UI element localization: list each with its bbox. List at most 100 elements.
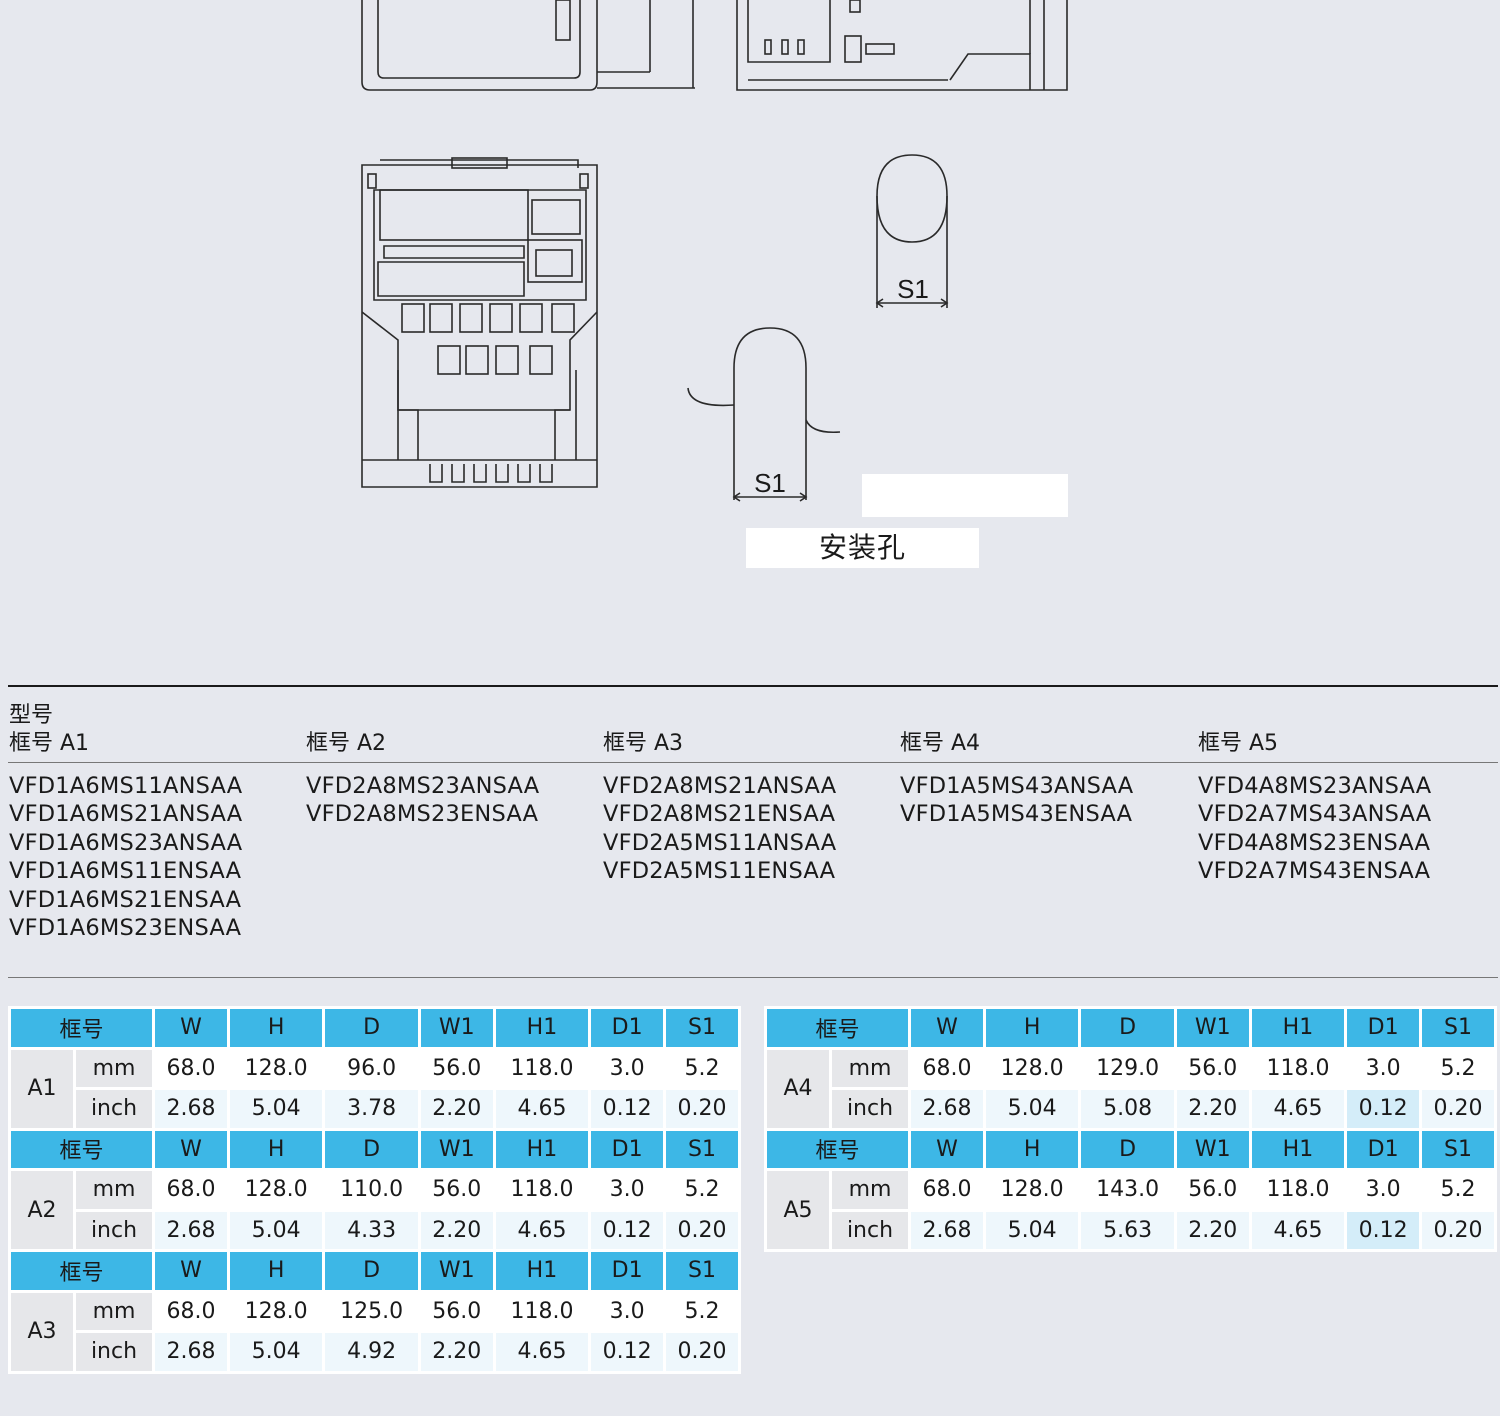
column-header: W1 — [420, 1252, 493, 1290]
dimension-value: 2.20 — [420, 1090, 493, 1128]
frame-header-a2: 框号 A2 — [306, 731, 387, 756]
dimension-value: 5.04 — [985, 1090, 1079, 1128]
column-header: D1 — [591, 1009, 664, 1047]
column-header: H — [985, 1130, 1079, 1168]
dimension-value: 56.0 — [1176, 1049, 1249, 1087]
dimension-value: 0.20 — [666, 1211, 738, 1249]
section-divider-top — [8, 685, 1498, 687]
column-header: W — [911, 1009, 983, 1047]
dimension-value: 2.68 — [911, 1090, 983, 1128]
frame-label: A4 — [767, 1049, 829, 1128]
dimension-value: 0.20 — [666, 1090, 738, 1128]
dimension-value: 2.20 — [1176, 1211, 1249, 1249]
column-header: S1 — [1422, 1009, 1494, 1047]
dimension-value: 4.65 — [495, 1211, 589, 1249]
model-item: VFD2A8MS21ANSAA — [603, 773, 837, 799]
dimension-value: 118.0 — [495, 1292, 589, 1330]
model-item: VFD2A8MS23ANSAA — [306, 773, 540, 799]
dimension-value: 0.20 — [1422, 1211, 1494, 1249]
frame-label: A3 — [11, 1292, 73, 1371]
model-item: VFD2A7MS43ENSAA — [1198, 858, 1431, 885]
dimension-value: 2.20 — [420, 1333, 493, 1371]
column-header: H — [229, 1009, 323, 1047]
unit-label: inch — [76, 1211, 152, 1249]
dimension-value: 2.20 — [420, 1211, 493, 1249]
column-header: 框号 — [767, 1009, 908, 1047]
model-item: VFD1A5MS43ENSAA — [900, 801, 1133, 828]
column-header: H — [985, 1009, 1079, 1047]
model-list-a5: VFD4A8MS23ANSAA VFD2A7MS43ANSAA VFD4A8MS… — [1198, 772, 1431, 886]
column-header: H1 — [495, 1009, 589, 1047]
dimension-value: 68.0 — [911, 1171, 983, 1209]
frame-label: A2 — [11, 1171, 73, 1249]
dimension-value: 2.68 — [155, 1333, 227, 1371]
column-header: D — [325, 1130, 418, 1168]
column-header: H1 — [1251, 1009, 1345, 1047]
dimension-value: 2.20 — [1176, 1090, 1249, 1128]
column-header: W — [155, 1009, 227, 1047]
dimension-value: 4.92 — [325, 1333, 418, 1371]
unit-label: mm — [76, 1292, 152, 1330]
dimension-value: 118.0 — [1251, 1049, 1345, 1087]
frame-header-a4: 框号 A4 — [900, 731, 981, 756]
model-item: VFD2A8MS21ENSAA — [603, 801, 836, 828]
column-header: H1 — [1251, 1130, 1345, 1168]
dimension-value: 5.04 — [229, 1211, 323, 1249]
model-list-a4: VFD1A5MS43ANSAA VFD1A5MS43ENSAA — [900, 772, 1133, 829]
column-header: S1 — [1422, 1130, 1494, 1168]
frame-label: A5 — [767, 1171, 829, 1249]
dimension-value: 4.65 — [1251, 1211, 1345, 1249]
dimension-value: 4.65 — [495, 1090, 589, 1128]
unit-label: mm — [832, 1049, 908, 1087]
model-list-a3: VFD2A8MS21ANSAA VFD2A8MS21ENSAA VFD2A5MS… — [603, 772, 836, 886]
bottom-view — [361, 157, 598, 488]
dimension-value: 143.0 — [1081, 1171, 1174, 1209]
dimension-value: 5.08 — [1081, 1090, 1174, 1128]
dimension-value: 5.04 — [985, 1211, 1079, 1249]
column-header: D1 — [591, 1130, 664, 1168]
dimension-value: 128.0 — [985, 1049, 1079, 1087]
dimension-value: 128.0 — [229, 1292, 323, 1330]
column-header: W — [155, 1130, 227, 1168]
dimension-value: 68.0 — [155, 1292, 227, 1330]
dimension-value: 118.0 — [495, 1171, 589, 1209]
model-list-a1: VFD1A6MS11ANSAA VFD1A6MS21ANSAA VFD1A6MS… — [9, 772, 242, 942]
model-item: VFD1A6MS11ENSAA — [9, 858, 242, 885]
dimension-value: 2.68 — [911, 1211, 983, 1249]
model-item: VFD2A8MS23ENSAA — [306, 801, 539, 828]
unit-label: mm — [76, 1171, 152, 1209]
column-header: W — [155, 1252, 227, 1290]
dimension-value: 96.0 — [325, 1049, 418, 1087]
dimension-value: 0.12 — [1347, 1090, 1420, 1128]
dimension-value: 56.0 — [420, 1292, 493, 1330]
column-header: D1 — [591, 1252, 664, 1290]
column-header: S1 — [666, 1252, 738, 1290]
column-header: W1 — [1176, 1009, 1249, 1047]
model-item: VFD1A6MS11ANSAA — [9, 773, 243, 799]
dimension-value: 5.2 — [1422, 1049, 1494, 1087]
dimension-value: 56.0 — [420, 1171, 493, 1209]
dimension-value: 68.0 — [155, 1171, 227, 1209]
column-header: H1 — [495, 1130, 589, 1168]
dimension-value: 5.63 — [1081, 1211, 1174, 1249]
column-header: S1 — [666, 1009, 738, 1047]
dimension-value: 110.0 — [325, 1171, 418, 1209]
dimension-value: 3.0 — [591, 1292, 664, 1330]
column-header: D1 — [1347, 1009, 1420, 1047]
column-header: 框号 — [11, 1009, 152, 1047]
column-header: 框号 — [11, 1252, 152, 1290]
dimension-value: 3.78 — [325, 1090, 418, 1128]
frame-header-a1: 框号 A1 — [9, 731, 90, 756]
model-item: VFD1A6MS21ENSAA — [9, 886, 242, 913]
